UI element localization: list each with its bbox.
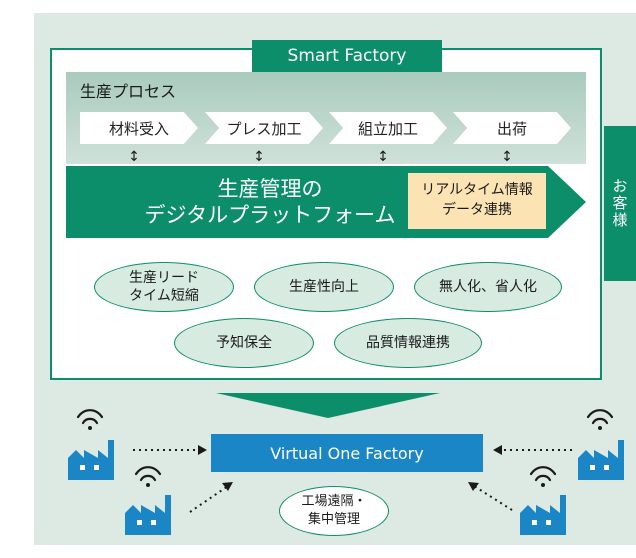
- step-shipping: 出荷: [453, 112, 571, 144]
- double-arrow-icon: ↕: [501, 149, 513, 165]
- wifi-icon: [134, 466, 162, 487]
- benefit-lead-time-line2: タイム短縮: [129, 288, 199, 304]
- realtime-line2: データ連携: [442, 202, 512, 218]
- dotted-arrow-left-bottom: [189, 485, 229, 513]
- wifi-icon: [586, 409, 614, 430]
- factory-icon: [125, 495, 171, 535]
- realtime-line1: リアルタイム情報: [421, 182, 533, 198]
- step-material-receiving: 材料受入: [80, 112, 198, 144]
- arrowhead: [198, 445, 207, 455]
- double-arrow-icon: ↕: [128, 149, 140, 165]
- smart-factory-title: Smart Factory: [252, 40, 442, 72]
- platform-label: 生産管理の デジタルプラットフォーム: [140, 176, 400, 228]
- process-title: 生産プロセス: [80, 82, 177, 101]
- arrowhead: [493, 445, 502, 455]
- wifi-icon: [529, 466, 557, 487]
- double-arrow-icon: ↕: [377, 149, 389, 165]
- remote-line1: 工場遠隔・: [301, 494, 367, 509]
- wifi-icon: [76, 409, 104, 430]
- platform-line2: デジタルプラットフォーム: [144, 203, 396, 227]
- arrowhead: [468, 482, 479, 491]
- virtual-one-factory: Virtual One Factory: [211, 434, 483, 472]
- dotted-arrow-right-bottom: [473, 485, 513, 511]
- factory-icon: [68, 440, 114, 480]
- step-assembly: 組立加工: [329, 112, 447, 144]
- benefit-unmanned: 無人化、省人化: [414, 262, 562, 312]
- remote-line2: 集中管理: [307, 512, 360, 527]
- factory-icon: [520, 495, 566, 535]
- step-press-processing: プレス加工: [205, 112, 323, 144]
- benefit-productivity: 生産性向上: [254, 262, 394, 312]
- platform-line1: 生産管理の: [217, 177, 323, 201]
- customer-label: お客様: [604, 126, 636, 281]
- benefit-predictive-maintenance: 予知保全: [174, 318, 314, 368]
- benefit-quality-info: 品質情報連携: [334, 318, 482, 368]
- factory-icon: [578, 440, 624, 480]
- benefit-lead-time: 生産リード タイム短縮: [94, 262, 234, 312]
- down-arrow-shape: [216, 393, 440, 418]
- realtime-data-box: リアルタイム情報 データ連携: [408, 173, 546, 229]
- remote-management: 工場遠隔・ 集中管理: [279, 486, 389, 536]
- benefit-lead-time-line1: 生産リード: [129, 270, 199, 286]
- double-arrow-icon: ↕: [253, 149, 265, 165]
- arrowhead: [222, 482, 233, 491]
